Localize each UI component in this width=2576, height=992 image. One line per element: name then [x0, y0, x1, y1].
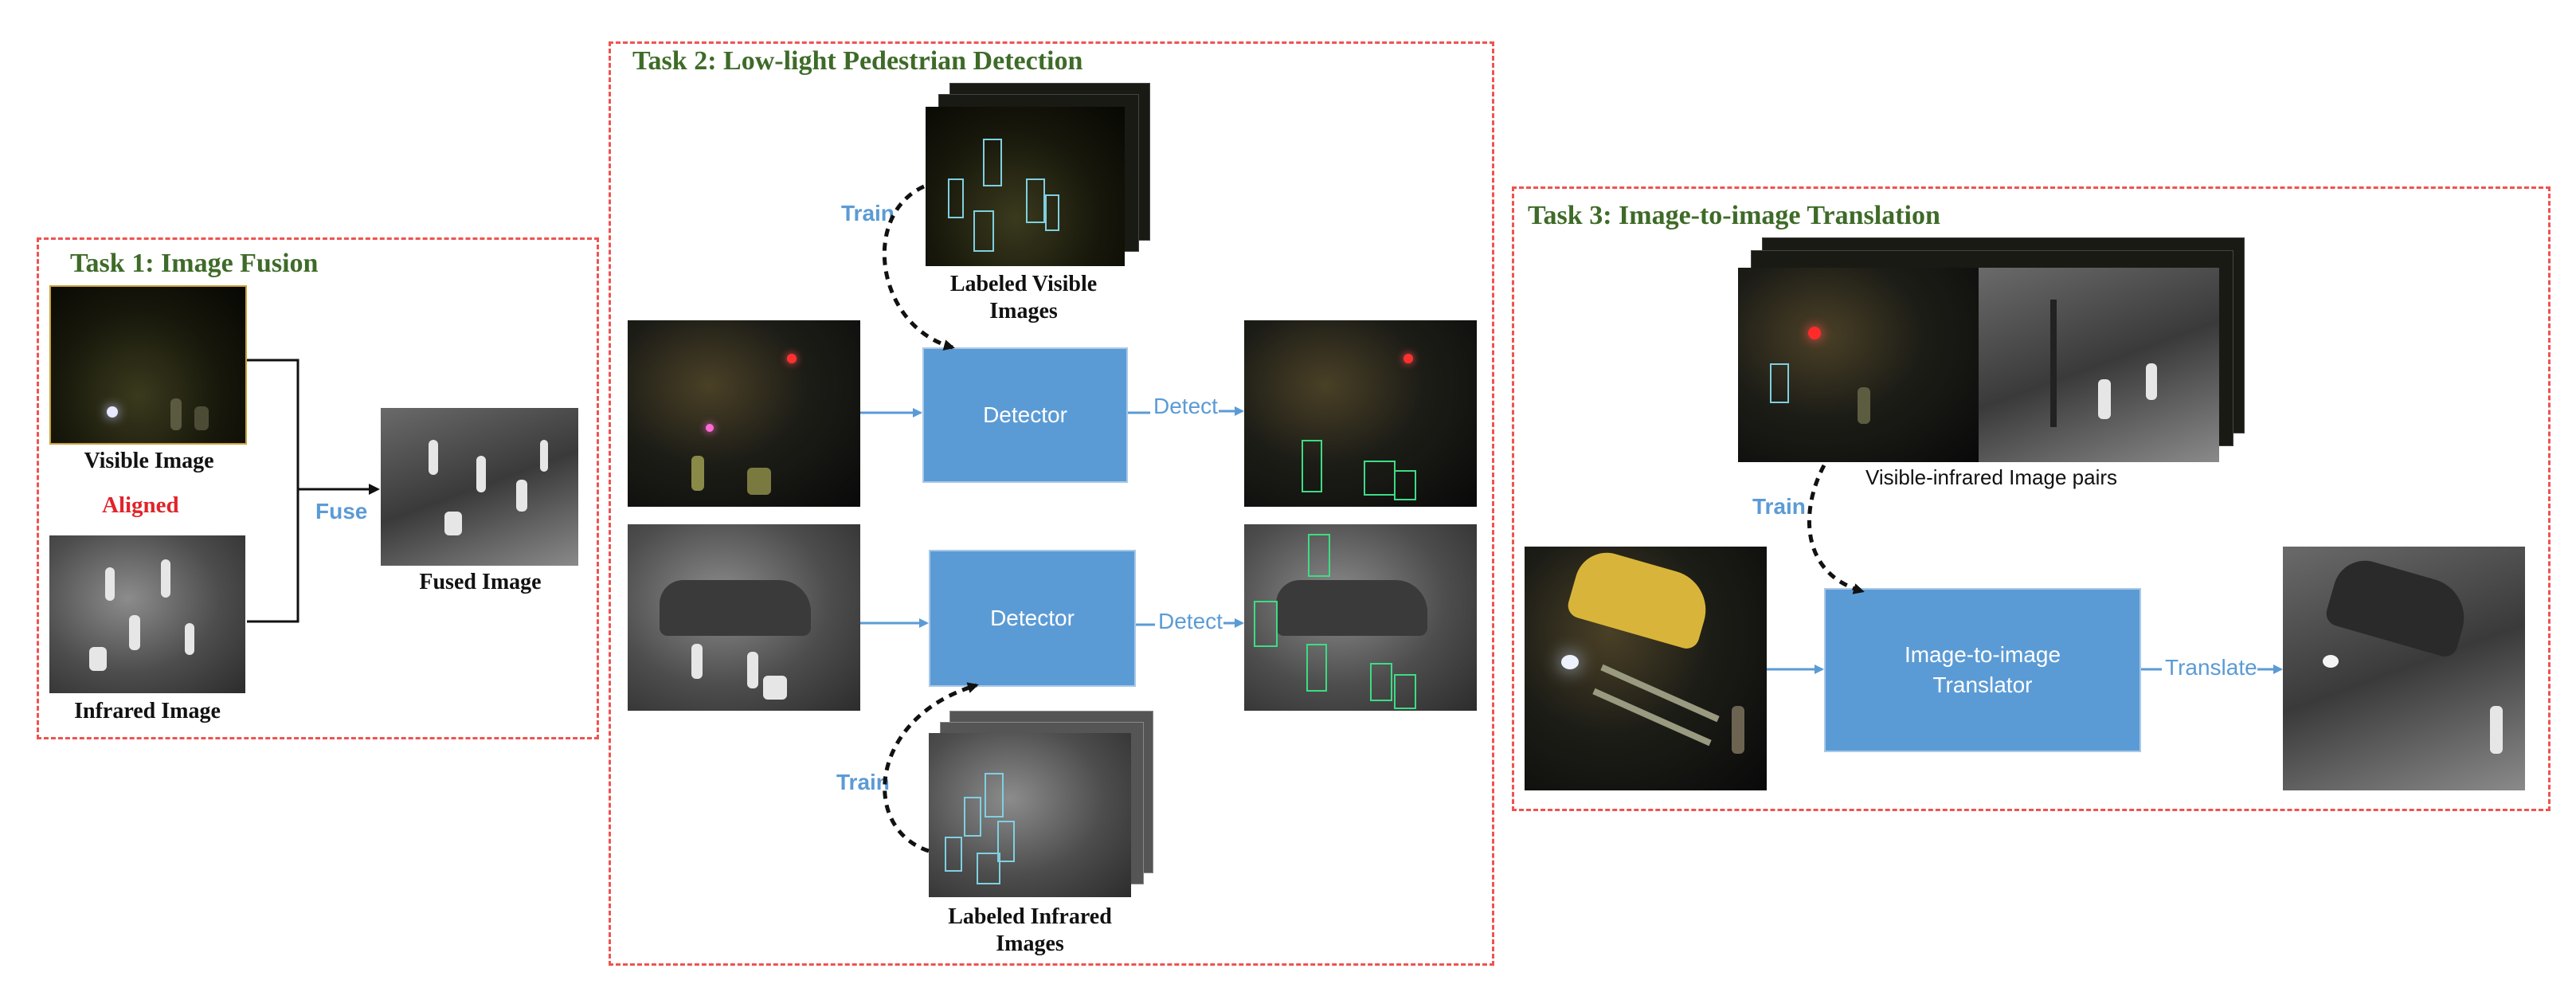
train-arc-task3 [1809, 465, 1862, 591]
train-arc-bottom [885, 685, 977, 851]
fuse-bracket [247, 360, 298, 621]
train-arc-top [884, 186, 953, 347]
